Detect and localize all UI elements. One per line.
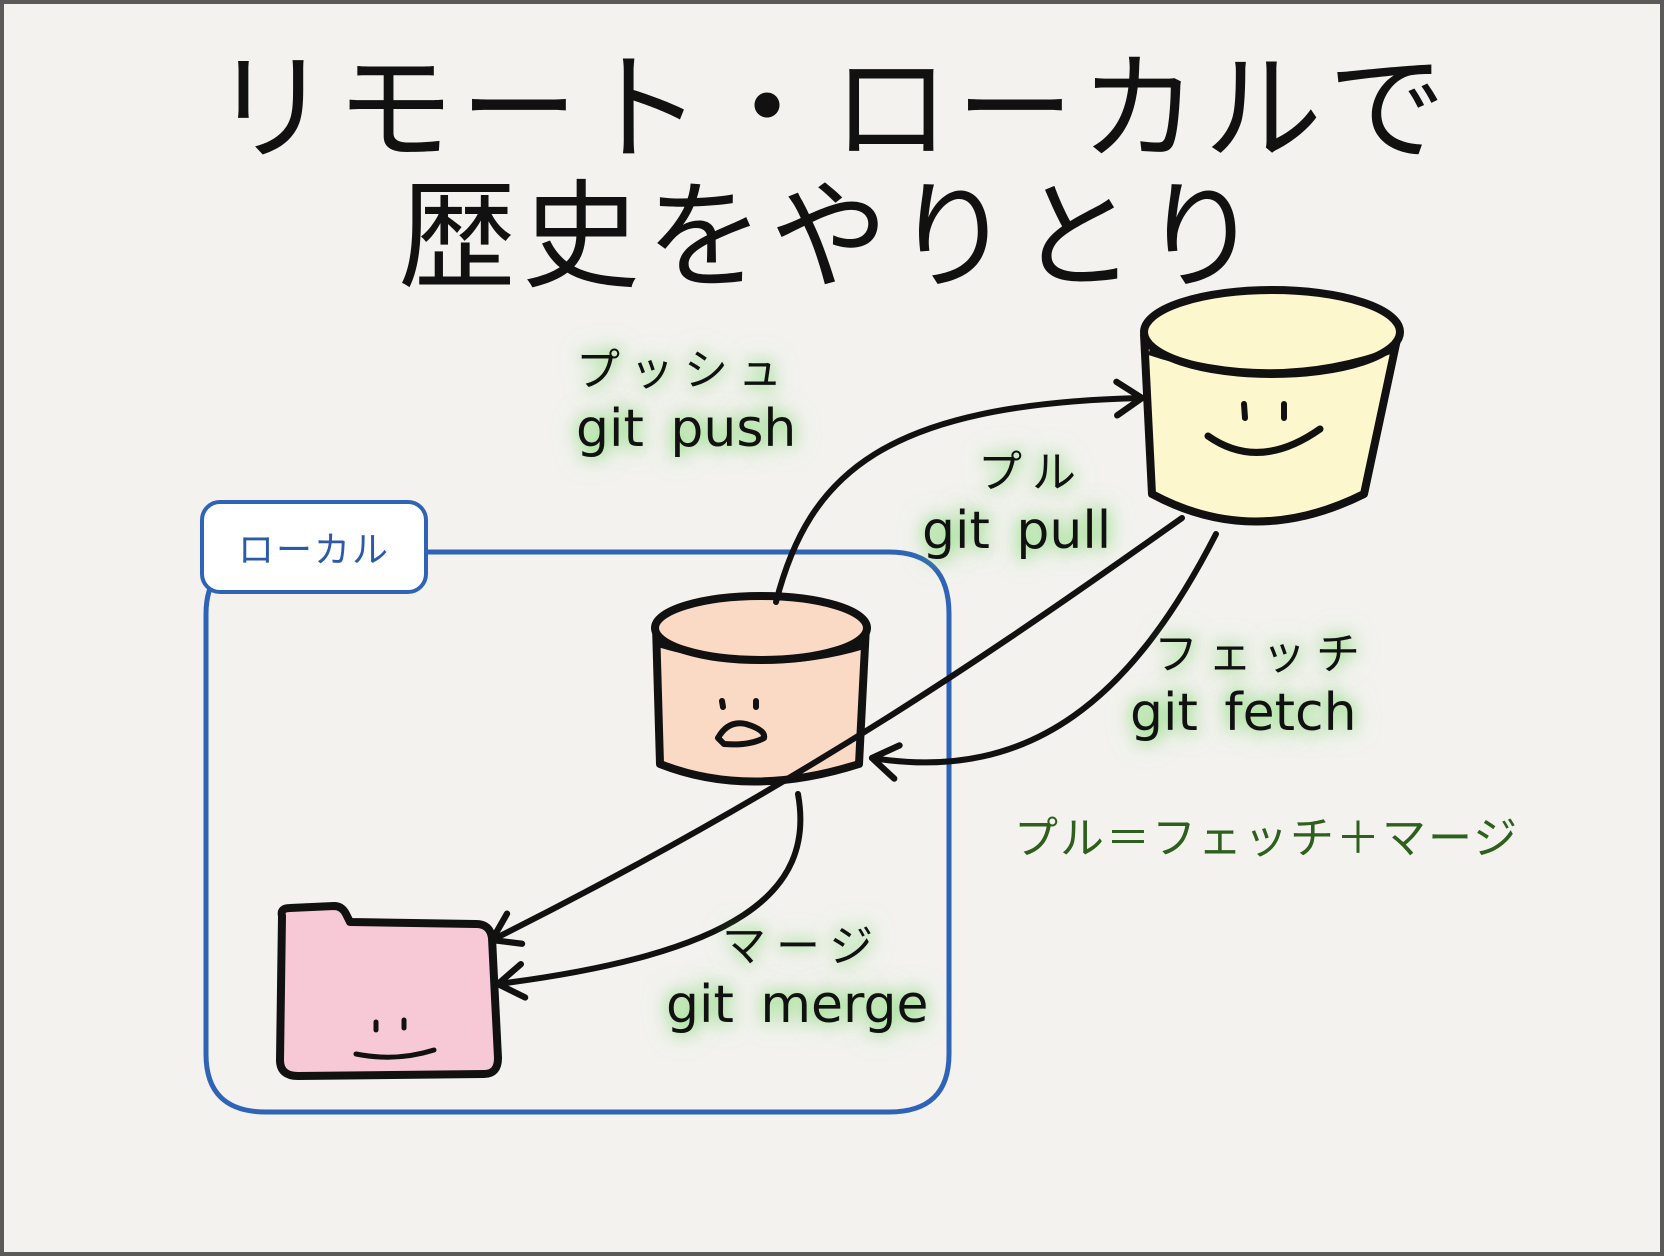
push-arrow <box>773 378 1146 605</box>
remote-smile <box>1204 425 1324 456</box>
working-folder-icon <box>276 902 502 1080</box>
fetch-arrow <box>868 531 1219 782</box>
fetch-label: フェッチ git fetch <box>1130 626 1370 742</box>
remote-eye-left <box>1241 401 1248 421</box>
merge-label: マージ git merge <box>666 918 928 1034</box>
git-flow-diagram <box>203 286 1404 1115</box>
pull-label: プル git pull <box>922 444 1111 560</box>
push-label-ja: プッシュ <box>576 345 792 396</box>
local-eye-left <box>719 698 726 710</box>
push-label-cmd: git push <box>576 399 797 459</box>
merge-arrow <box>494 791 804 1001</box>
local-duck-mouth <box>715 720 768 748</box>
pull-label-cmd: git pull <box>922 501 1112 561</box>
pull-arrow <box>488 515 1185 947</box>
title-line-2: 歴史をやりとり <box>397 168 1266 306</box>
local-group-box <box>203 549 952 1115</box>
merge-label-ja: マージ <box>722 921 884 972</box>
title-line-1: リモート・ローカルで <box>211 40 1452 178</box>
slide: リモート・ローカルで 歴史をやりとり <box>4 4 1660 1252</box>
fetch-label-ja: フェッチ <box>1154 629 1370 680</box>
merge-label-cmd: git merge <box>666 975 929 1035</box>
pull-equation: プル＝フェッチ＋マージ <box>1014 813 1520 864</box>
pull-label-ja: プル <box>978 447 1086 498</box>
push-label: プッシュ git push <box>576 342 796 458</box>
local-box-label: ローカル <box>200 500 428 594</box>
folder-smile <box>353 1047 437 1060</box>
fetch-label-cmd: git fetch <box>1130 683 1357 743</box>
local-repository-icon <box>651 592 871 786</box>
remote-repository-icon <box>1140 286 1404 526</box>
